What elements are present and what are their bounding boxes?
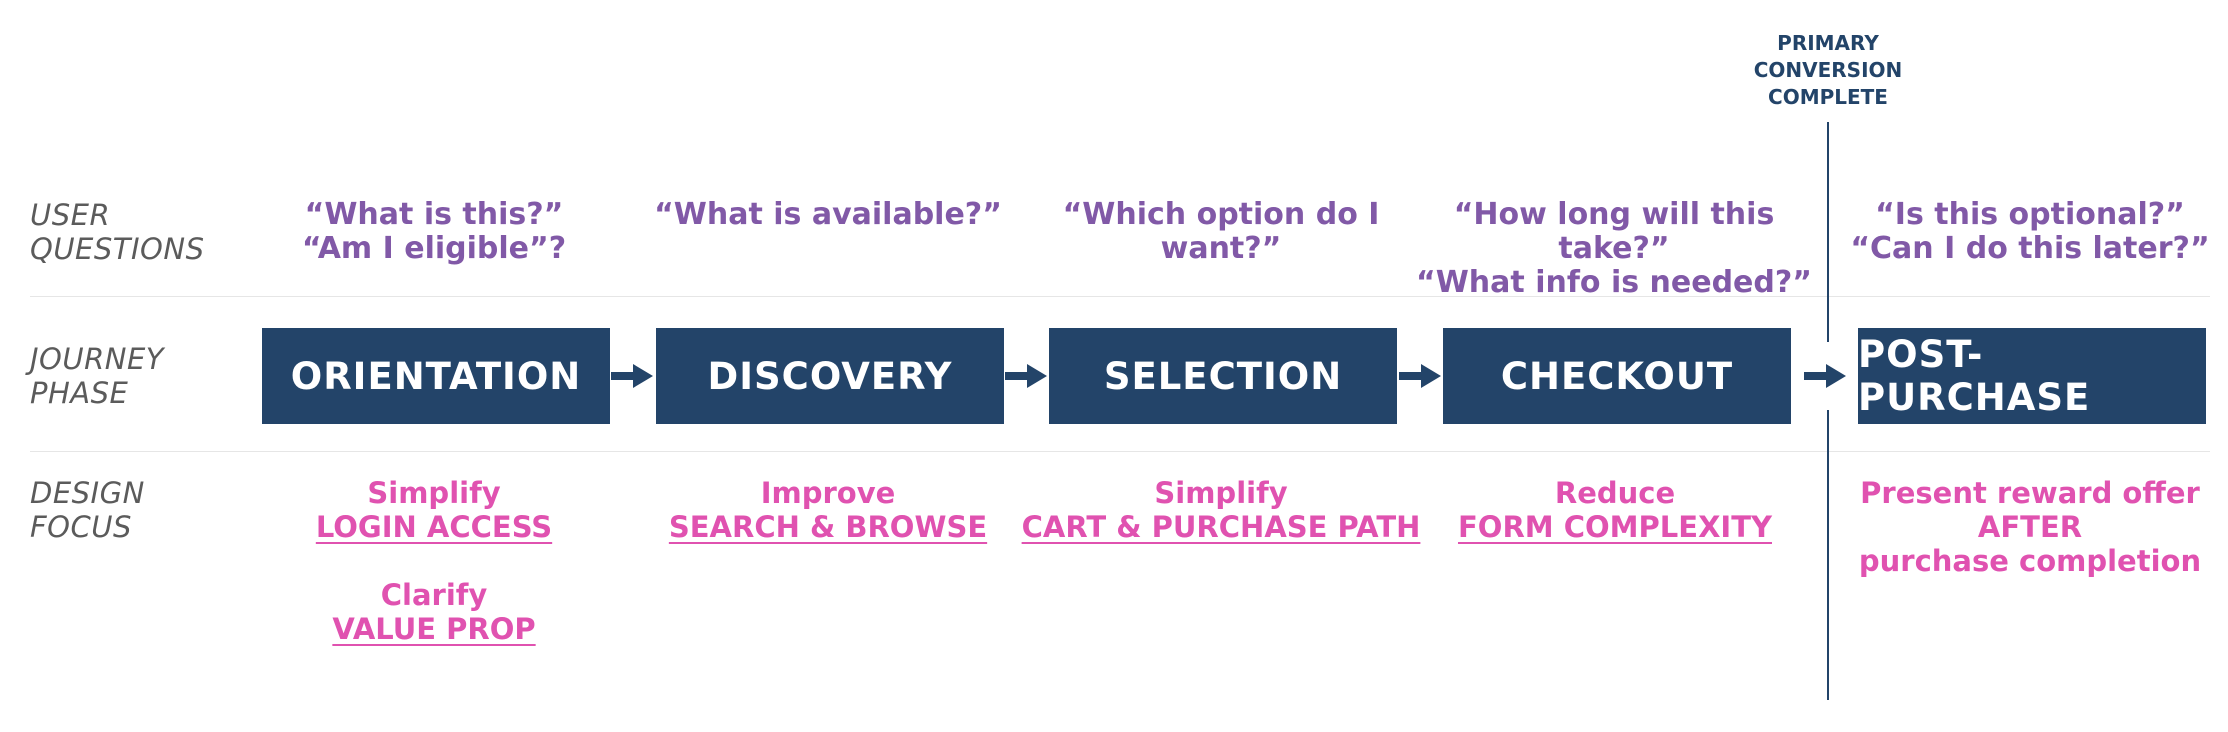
focus-lead: Simplify bbox=[367, 476, 501, 510]
row-label-line: QUESTIONS bbox=[30, 232, 205, 266]
focus-lead: Clarify bbox=[380, 578, 488, 612]
row-label-line: FOCUS bbox=[30, 510, 132, 544]
focus-key: AFTER bbox=[1977, 510, 2083, 544]
conversion-label-line: CONVERSION bbox=[1753, 58, 1903, 82]
design-focus-discovery: Improve SEARCH & BROWSE bbox=[618, 476, 1038, 544]
row-label-design-focus: DESIGN FOCUS bbox=[30, 476, 145, 544]
phase-orientation: ORIENTATION bbox=[262, 328, 610, 424]
conversion-label-line: PRIMARY bbox=[1777, 31, 1879, 55]
conversion-marker-label: PRIMARY CONVERSION COMPLETE bbox=[1727, 30, 1929, 111]
focus-lead: Present reward offer bbox=[1860, 476, 2200, 510]
user-question-orientation: “What is this?” “Am I eligible”? bbox=[234, 198, 634, 266]
focus-key: CART & PURCHASE PATH bbox=[1021, 510, 1421, 544]
focus-sub: purchase completion bbox=[1858, 544, 2202, 578]
focus-block-2: Clarify VALUE PROP bbox=[224, 578, 644, 646]
focus-key: SEARCH & BROWSE bbox=[668, 510, 988, 544]
design-focus-post-purchase: Present reward offer AFTER purchase comp… bbox=[1820, 476, 2228, 578]
user-question-post-purchase: “Is this optional?” “Can I do this later… bbox=[1830, 198, 2228, 266]
phase-checkout: CHECKOUT bbox=[1443, 328, 1791, 424]
conversion-line-lower bbox=[1827, 410, 1829, 700]
focus-key: FORM COMPLEXITY bbox=[1457, 510, 1772, 544]
row-divider-top bbox=[30, 296, 2210, 297]
row-divider-bottom bbox=[30, 451, 2210, 452]
question-line: “Is this optional?” bbox=[1875, 197, 2185, 232]
user-question-selection: “Which option do I want?” bbox=[1021, 198, 1421, 266]
design-focus-checkout: Reduce FORM COMPLEXITY bbox=[1405, 476, 1825, 544]
focus-key: LOGIN ACCESS bbox=[315, 510, 553, 544]
row-label-journey-phase: JOURNEY PHASE bbox=[30, 342, 164, 410]
design-focus-selection: Simplify CART & PURCHASE PATH bbox=[1011, 476, 1431, 544]
focus-lead: Simplify bbox=[1154, 476, 1288, 510]
phase-post-purchase: POST-PURCHASE bbox=[1858, 328, 2206, 424]
row-label-line: JOURNEY bbox=[30, 342, 164, 376]
question-line: “Am I eligible”? bbox=[301, 231, 567, 266]
row-label-user-questions: USER QUESTIONS bbox=[30, 198, 204, 266]
arrow-right-icon bbox=[1399, 364, 1441, 388]
question-line: “Can I do this later?” bbox=[1850, 231, 2210, 266]
row-label-line: PHASE bbox=[30, 376, 129, 410]
arrow-right-icon bbox=[1804, 364, 1846, 388]
question-line: “How long will this take?” bbox=[1453, 197, 1775, 266]
question-line: “Which option do I want?” bbox=[1062, 197, 1380, 266]
focus-key: VALUE PROP bbox=[332, 612, 536, 646]
row-label-line: USER bbox=[30, 198, 111, 232]
focus-lead: Reduce bbox=[1554, 476, 1676, 510]
user-question-checkout: “How long will this take?” “What info is… bbox=[1414, 198, 1814, 300]
phase-discovery: DISCOVERY bbox=[656, 328, 1004, 424]
arrow-right-icon bbox=[1005, 364, 1047, 388]
user-question-discovery: “What is available?” bbox=[628, 198, 1028, 232]
design-focus-orientation: Simplify LOGIN ACCESS Clarify VALUE PROP bbox=[224, 476, 644, 646]
conversion-line-upper bbox=[1827, 122, 1829, 342]
row-label-line: DESIGN bbox=[30, 476, 145, 510]
question-line: “What is available?” bbox=[654, 197, 1002, 232]
question-line: “What is this?” bbox=[304, 197, 564, 232]
question-line: “What info is needed?” bbox=[1416, 265, 1812, 300]
arrow-right-icon bbox=[611, 364, 653, 388]
conversion-label-line: COMPLETE bbox=[1768, 85, 1888, 109]
phase-selection: SELECTION bbox=[1049, 328, 1397, 424]
focus-lead: Improve bbox=[760, 476, 896, 510]
